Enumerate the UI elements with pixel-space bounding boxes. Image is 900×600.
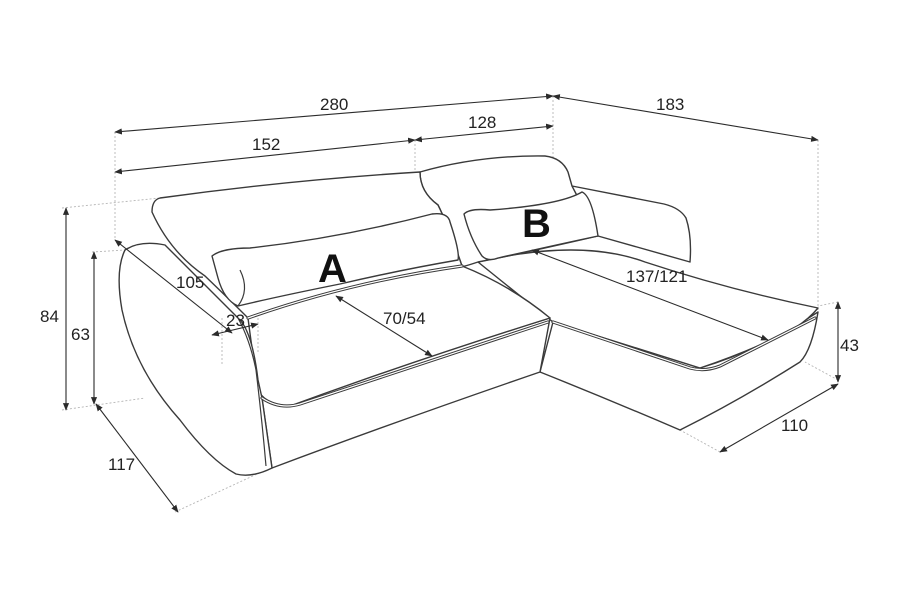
dim-line-23 <box>211 322 259 337</box>
dim-117: 117 <box>108 455 135 474</box>
sofa-outline <box>118 155 819 476</box>
dim-line-152 <box>114 137 416 175</box>
dim-line-70-54 <box>335 295 433 357</box>
cushion-a <box>211 212 460 307</box>
dim-110: 110 <box>781 416 808 435</box>
dim-105: 105 <box>176 273 204 292</box>
section-b-label: B <box>522 202 551 246</box>
dim-128: 128 <box>468 113 496 132</box>
dim-280: 280 <box>320 95 348 114</box>
dim-137-121: 137/121 <box>626 267 687 286</box>
dim-43: 43 <box>840 336 859 355</box>
section-a-label: A <box>318 247 347 291</box>
dimension-lines <box>62 93 842 513</box>
dim-70-54: 70/54 <box>383 309 426 328</box>
dim-183: 183 <box>656 95 684 114</box>
dim-line-137-121 <box>531 249 769 341</box>
dim-line-117 <box>95 403 179 513</box>
dim-63: 63 <box>71 325 90 344</box>
dim-23: 23 <box>226 311 245 330</box>
dim-line-128 <box>414 123 554 143</box>
dimension-labels: 280 152 128 183 84 63 105 23 70/54 137/1… <box>40 95 859 474</box>
cushion-b <box>463 191 599 261</box>
dim-line-110 <box>719 383 839 453</box>
dim-152: 152 <box>252 135 280 154</box>
dim-84: 84 <box>40 307 59 326</box>
dim-line-105 <box>114 239 233 334</box>
dim-line-183 <box>552 94 819 142</box>
dim-line-280 <box>114 93 554 135</box>
